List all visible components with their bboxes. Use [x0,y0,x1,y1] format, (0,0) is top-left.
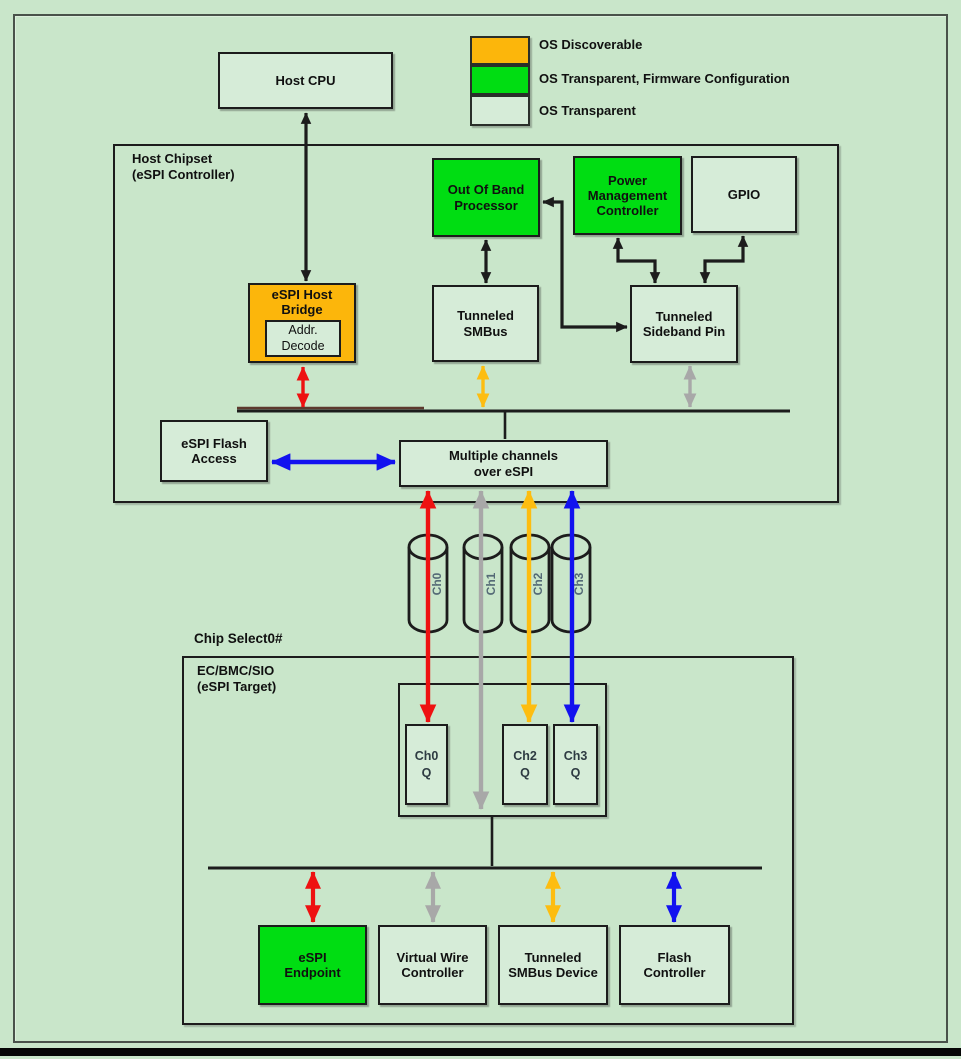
ch3-queue-box: Ch3 Q [553,724,598,805]
multiple-channels-box: Multiple channels over eSPI [399,440,608,487]
virtual-wire-controller-box: Virtual Wire Controller [378,925,487,1005]
ch2-queue-box: Ch2 Q [502,724,548,805]
legend-swatch-os-transparent-fw [470,65,530,95]
legend-swatch-os-discoverable [470,36,530,65]
legend-swatch-os-transparent [470,95,530,126]
tunneled-smbus-device-box: Tunneled SMBus Device [498,925,608,1005]
host-cpu-box: Host CPU [218,52,393,109]
espi-host-bridge-label: eSPI Host Bridge [271,287,333,318]
bottom-black-bar [0,1048,961,1056]
espi-endpoint-box: eSPI Endpoint [258,925,367,1005]
power-mgmt-controller-box: Power Management Controller [573,156,682,235]
ec-bmc-sio-label: EC/BMC/SIO (eSPI Target) [197,663,277,694]
legend-label-os-transparent: OS Transparent [539,103,636,118]
tunneled-smbus-box: Tunneled SMBus [432,285,539,362]
flash-controller-box: Flash Controller [619,925,730,1005]
chip-select-label: Chip Select0# [194,631,283,646]
ch0-queue-box: Ch0 Q [405,724,448,805]
oob-processor-box: Out Of Band Processor [432,158,540,237]
espi-flash-access-box: eSPI Flash Access [160,420,268,482]
legend-label-os-transparent-fw: OS Transparent, Firmware Configuration [539,71,790,86]
gpio-box: GPIO [691,156,797,233]
addr-decode-box: Addr. Decode [265,320,341,357]
tunneled-sideband-pin-box: Tunneled Sideband Pin [630,285,738,363]
host-chipset-label: Host Chipset (eSPI Controller) [132,151,235,182]
legend-label-os-discoverable: OS Discoverable [539,37,643,52]
channel-queues-box [398,683,607,817]
page-border [13,14,948,1043]
